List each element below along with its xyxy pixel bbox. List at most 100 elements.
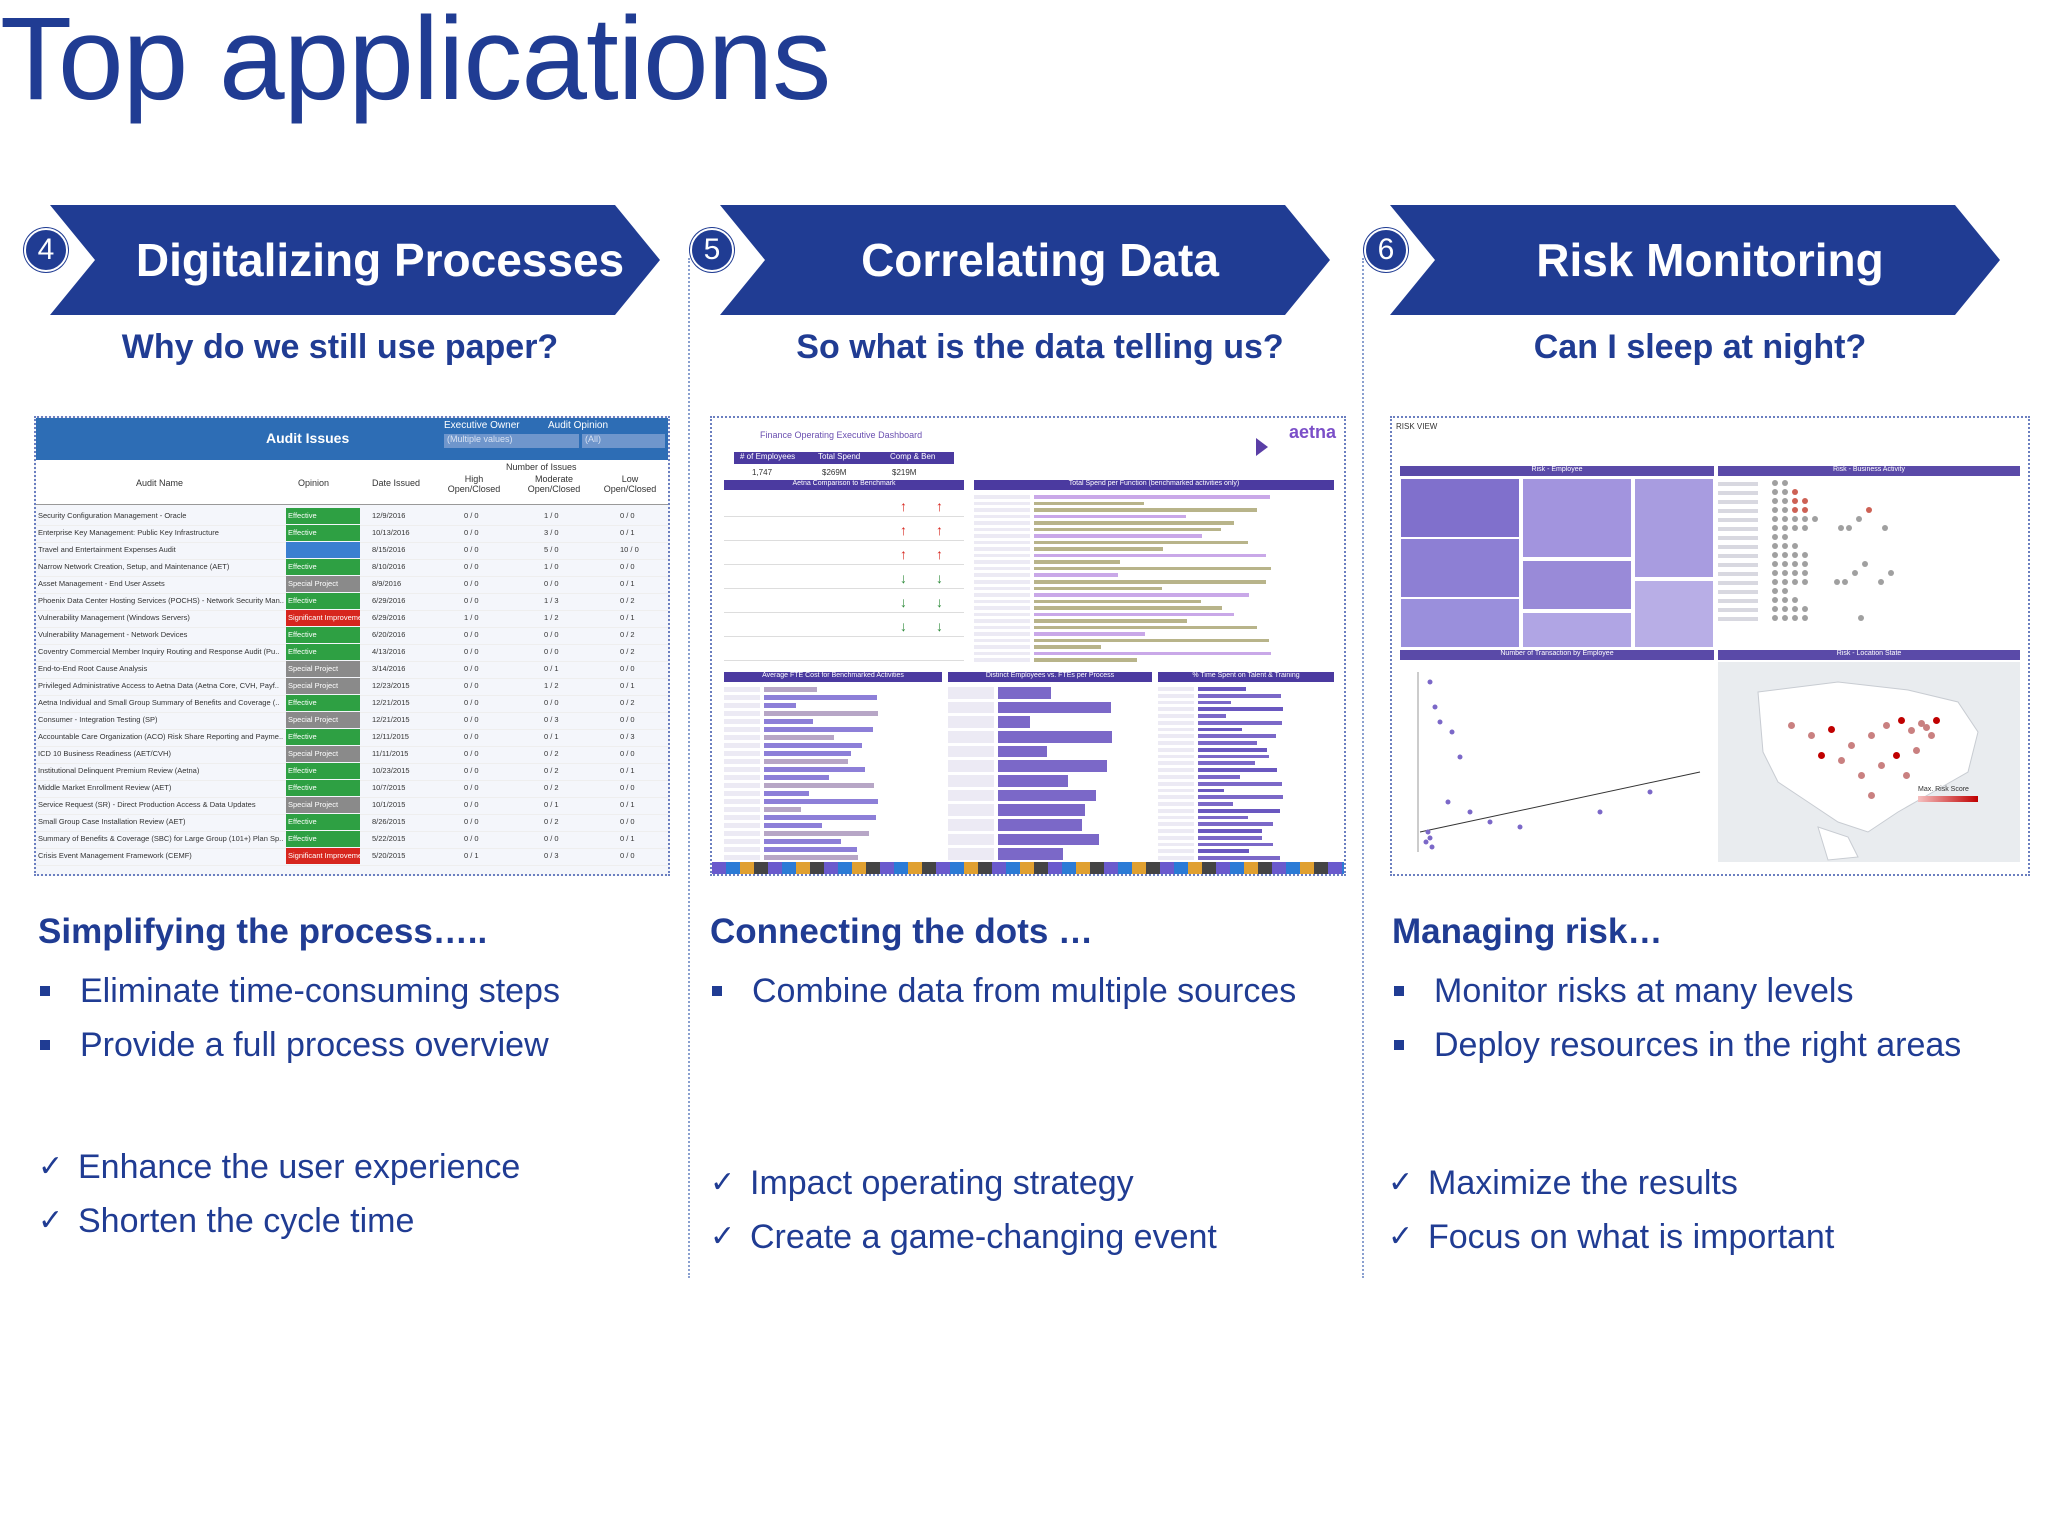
table-row[interactable]: Crisis Event Management Framework (CEMF)… <box>36 848 668 866</box>
table-row[interactable]: Vulnerability Management (Windows Server… <box>36 610 668 628</box>
bar <box>1034 547 1164 551</box>
table-row[interactable]: Coventry Commercial Member Inquiry Routi… <box>36 644 668 662</box>
activity-dot <box>1858 615 1864 621</box>
dashboard-title: Finance Operating Executive Dashboard <box>760 430 923 440</box>
bar-label <box>948 760 994 772</box>
treemap-cell[interactable] <box>1522 612 1632 648</box>
bar <box>1198 849 1249 854</box>
bar <box>764 807 802 812</box>
treemap-cell[interactable] <box>1634 580 1714 648</box>
map-dot[interactable] <box>1928 732 1935 739</box>
treemap-cell[interactable] <box>1400 478 1520 538</box>
map-dot[interactable] <box>1838 757 1845 764</box>
activity-dot <box>1842 579 1848 585</box>
bar <box>1198 856 1280 860</box>
map-dot[interactable] <box>1788 722 1795 729</box>
audit-name-cell: Institutional Delinquent Premium Review … <box>38 766 200 775</box>
table-row[interactable]: Vulnerability Management - Network Devic… <box>36 627 668 645</box>
treemap-cell[interactable] <box>1522 560 1632 610</box>
high-cell: 0 / 0 <box>464 562 479 571</box>
bar-label <box>974 527 1030 532</box>
moderate-cell: 0 / 0 <box>544 698 559 707</box>
treemap-cell[interactable] <box>1400 538 1520 598</box>
bar <box>998 701 1111 714</box>
map-dot[interactable] <box>1868 732 1875 739</box>
map-dot[interactable] <box>1868 792 1875 799</box>
moderate-cell: 0 / 3 <box>544 851 559 860</box>
map-dot[interactable] <box>1878 762 1885 769</box>
bar-label <box>1158 687 1194 691</box>
play-icon[interactable] <box>1256 438 1268 456</box>
list-item-text: Focus on what is important <box>1428 1218 1835 1256</box>
high-cell: 0 / 0 <box>464 834 479 843</box>
table-row[interactable]: Consumer - Integration Testing (SP)Speci… <box>36 712 668 730</box>
activity-dot <box>1846 525 1852 531</box>
panel-header: Risk - Location State <box>1718 650 2020 660</box>
treemap-cell[interactable] <box>1634 478 1714 578</box>
map-dot[interactable] <box>1858 772 1865 779</box>
taskbar-strip <box>712 862 1344 874</box>
activity-dot <box>1792 552 1798 558</box>
table-row[interactable]: ICD 10 Business Readiness (AET/CVH)Speci… <box>36 746 668 764</box>
map-dot[interactable] <box>1903 772 1910 779</box>
table-row[interactable]: Accountable Care Organization (ACO) Risk… <box>36 729 668 747</box>
scatter-point <box>1427 835 1433 841</box>
table-row[interactable]: Phoenix Data Center Hosting Services (PO… <box>36 593 668 611</box>
map-dot[interactable] <box>1848 742 1855 749</box>
bar-label <box>724 783 760 788</box>
column-divider <box>688 258 690 1278</box>
bar <box>1198 741 1257 745</box>
table-row[interactable]: Middle Market Enrollment Review (AET)Eff… <box>36 780 668 798</box>
map-dot[interactable] <box>1893 752 1900 759</box>
map-dot[interactable] <box>1918 720 1925 727</box>
map-dot[interactable] <box>1818 752 1825 759</box>
activity-dot <box>1792 561 1798 567</box>
audit-name-cell: Small Group Case Installation Review (AE… <box>38 817 186 826</box>
trend-line <box>1419 771 1701 833</box>
map-dot[interactable] <box>1898 717 1905 724</box>
activity-dot <box>1834 579 1840 585</box>
audit-name-cell: Crisis Event Management Framework (CEMF) <box>38 851 192 860</box>
map-dot[interactable] <box>1883 722 1890 729</box>
table-row[interactable]: Service Request (SR) - Direct Production… <box>36 797 668 815</box>
filter-dropdown[interactable]: (All) <box>582 434 665 448</box>
date-cell: 6/29/2016 <box>372 596 406 605</box>
activity-dot <box>1802 516 1808 522</box>
map-dot[interactable] <box>1808 732 1815 739</box>
filter-dropdown[interactable]: (Multiple values) <box>444 434 579 448</box>
activity-label <box>1718 599 1758 603</box>
activity-dot <box>1866 507 1872 513</box>
benchmark-row <box>724 564 964 565</box>
table-row[interactable]: Small Group Case Installation Review (AE… <box>36 814 668 832</box>
bar <box>764 831 869 836</box>
map-dot[interactable] <box>1933 717 1940 724</box>
bar <box>1198 829 1262 833</box>
opinion-badge: Special Project <box>286 797 360 813</box>
table-row[interactable]: Security Configuration Management - Orac… <box>36 508 668 526</box>
bar-label <box>948 848 994 860</box>
table-row[interactable]: Enterprise Key Management: Public Key In… <box>36 525 668 543</box>
table-row[interactable]: Narrow Network Creation, Setup, and Main… <box>36 559 668 577</box>
table-row[interactable]: Privileged Administrative Access to Aetn… <box>36 678 668 696</box>
low-cell: 0 / 2 <box>620 630 635 639</box>
square-bullet-icon <box>40 986 50 996</box>
table-row[interactable]: Summary of Benefits & Coverage (SBC) for… <box>36 831 668 849</box>
table-row[interactable]: Aetna Individual and Small Group Summary… <box>36 695 668 713</box>
map-dot[interactable] <box>1828 726 1835 733</box>
bar-label <box>948 731 994 743</box>
treemap-cell[interactable] <box>1400 598 1520 648</box>
list-item-text: Monitor risks at many levels <box>1434 972 1854 1010</box>
opinion-badge: Special Project <box>286 576 360 592</box>
bar-label <box>974 586 1030 591</box>
map-dot[interactable] <box>1913 747 1920 754</box>
activity-dot <box>1792 507 1798 513</box>
map-dot[interactable] <box>1923 724 1930 731</box>
opinion-badge: Effective <box>286 508 360 524</box>
map-dot[interactable] <box>1908 727 1915 734</box>
table-row[interactable]: Institutional Delinquent Premium Review … <box>36 763 668 781</box>
treemap-cell[interactable] <box>1522 478 1632 558</box>
moderate-cell: 0 / 2 <box>544 749 559 758</box>
